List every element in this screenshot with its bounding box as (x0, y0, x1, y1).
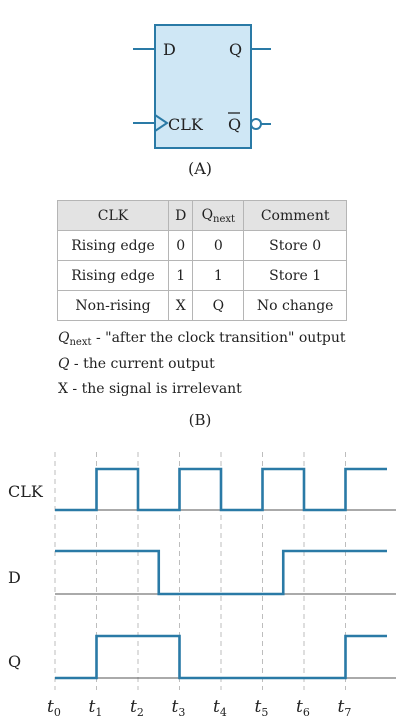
header-d: D (168, 200, 194, 231)
legend-x: X - the signal is irrelevant (58, 381, 242, 397)
cell-clk: Rising edge (56, 230, 170, 261)
cell-comment: Store 1 (243, 260, 347, 291)
d-flip-flop-symbol: D Q CLK Q (A) (133, 24, 271, 178)
cell-qnext: 1 (192, 260, 245, 291)
inversion-bubble-icon (250, 118, 262, 130)
pin-q-label: Q (229, 40, 242, 59)
caption-a: (A) (188, 159, 212, 178)
d-waveform (55, 549, 387, 596)
legend-qnext-subscript: next (69, 337, 92, 348)
header-qnext-symbol: Q (201, 206, 214, 223)
time-label: t3 (172, 697, 186, 719)
time-label: t7 (338, 697, 352, 719)
cell-clk: Rising edge (56, 260, 170, 291)
legend-qnext: Qnext - "after the clock transition" out… (58, 330, 346, 348)
flip-flop-body (154, 24, 252, 149)
legend-q-symbol: Q (58, 356, 70, 372)
legend-q-text: - the current output (69, 356, 215, 372)
clock-edge-triangle-icon (154, 114, 169, 132)
truth-table: CLK D Qnext Comment Rising edge 0 0 Stor… (56, 200, 347, 321)
table-header-row: CLK D Qnext Comment (56, 200, 347, 231)
cell-qnext: Q (192, 290, 245, 321)
cell-d: X (168, 290, 194, 321)
time-label: t1 (89, 697, 103, 719)
clk-waveform (55, 467, 387, 512)
signal-label-clk: CLK (8, 482, 44, 501)
time-label: t5 (255, 697, 269, 719)
table-row: Rising edge 1 1 Store 1 (56, 260, 347, 291)
legend-q: Q - the current output (58, 356, 215, 372)
pin-clk-label: CLK (168, 115, 204, 134)
cell-qnext: 0 (192, 230, 245, 261)
cell-d: 1 (168, 260, 194, 291)
table-row: Non-rising X Q No change (56, 290, 347, 321)
legend-qnext-text: - "after the clock transition" output (91, 330, 346, 346)
q-waveform (55, 634, 387, 680)
signal-label-d: D (8, 568, 21, 587)
cell-d: 0 (168, 230, 194, 261)
pin-d-label: D (163, 40, 176, 59)
header-qnext: Qnext (192, 200, 245, 231)
header-comment: Comment (243, 200, 347, 231)
header-qnext-subscript: next (213, 213, 236, 225)
cell-clk: Non-rising (56, 290, 170, 321)
pin-qbar-label: Q (228, 115, 241, 134)
caption-b: (B) (188, 411, 212, 429)
cell-comment: No change (243, 290, 347, 321)
time-label: t4 (213, 697, 227, 719)
time-label: t0 (47, 697, 61, 719)
header-clk: CLK (56, 200, 170, 231)
time-label: t6 (296, 697, 310, 719)
time-label: t2 (130, 697, 144, 719)
table-row: Rising edge 0 0 Store 0 (56, 230, 347, 261)
cell-comment: Store 0 (243, 230, 347, 261)
signal-label-q: Q (8, 652, 21, 671)
legend-qnext-symbol: Q (58, 330, 70, 346)
